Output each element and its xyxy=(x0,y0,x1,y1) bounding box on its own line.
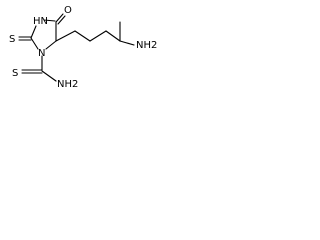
atom-label-ring-n: N xyxy=(38,48,45,59)
atom-label-ring-thione-s: S xyxy=(9,34,15,45)
bond-c4-o-2 xyxy=(57,15,66,25)
bond-chain-2 xyxy=(74,30,91,42)
bond-c2-n1 xyxy=(30,37,39,50)
chemical-structure-diagram: HN O S N S NH2 NH2 xyxy=(0,0,161,92)
atom-label-amine-nh2: NH2 xyxy=(136,40,157,51)
bond-c4-n3 xyxy=(43,19,56,22)
bond-chain-3 xyxy=(89,30,107,42)
bond-c4-o-1 xyxy=(55,13,64,23)
atom-label-ring-nh: HN xyxy=(33,16,48,27)
molecule-drawing: HN O S N S NH2 NH2 xyxy=(9,5,157,90)
atom-label-thioamide-s: S xyxy=(12,68,18,79)
atom-label-amide-nh2: NH2 xyxy=(57,79,78,90)
bond-cs-nh2 xyxy=(41,70,57,82)
bond-chain-4 xyxy=(105,30,121,42)
atom-label-carbonyl-o: O xyxy=(64,5,72,16)
bond-n3-c2 xyxy=(30,25,37,39)
bond-chain-1 xyxy=(55,30,76,42)
bond-n1-c5 xyxy=(45,40,57,50)
bond-chain-6 xyxy=(119,40,135,46)
